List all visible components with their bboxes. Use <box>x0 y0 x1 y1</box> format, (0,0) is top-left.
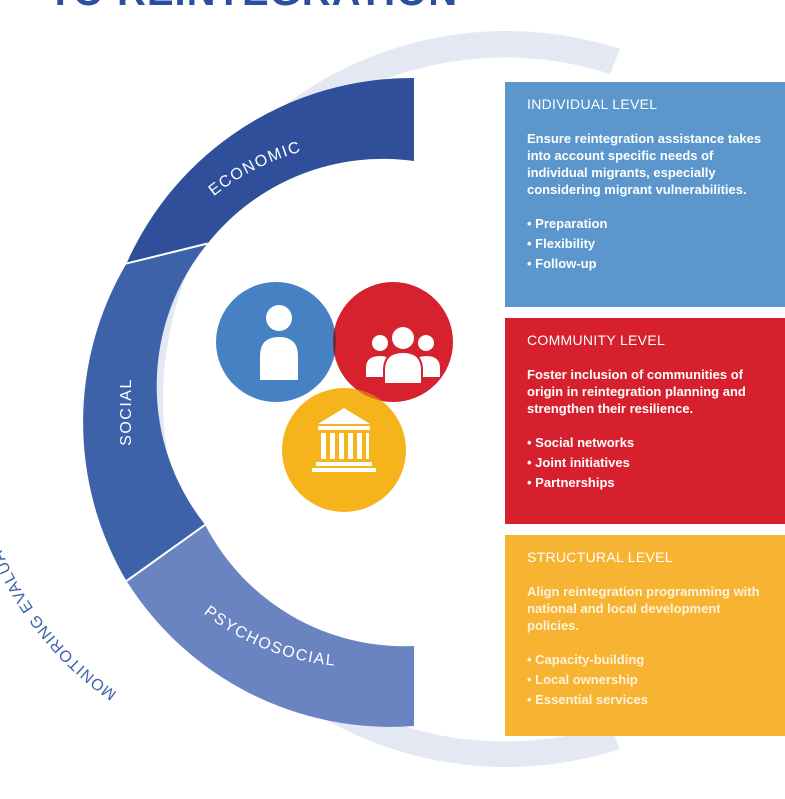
list-item: Preparation <box>527 214 769 234</box>
social-arc-segment <box>83 243 208 581</box>
institution-building-icon <box>312 408 376 472</box>
individual-level-panel: INDIVIDUAL LEVEL Ensure reintegration as… <box>505 82 785 307</box>
page-title: TO REINTEGRATION <box>48 0 458 15</box>
list-item: Social networks <box>527 433 769 453</box>
person-icon <box>260 305 298 380</box>
structural-level-list: Capacity-building Local ownership Essent… <box>527 650 769 710</box>
list-item: Partnerships <box>527 473 769 493</box>
community-level-list: Social networks Joint initiatives Partne… <box>527 433 769 493</box>
list-item: Joint initiatives <box>527 453 769 473</box>
economic-arc-segment <box>126 77 414 264</box>
psychosocial-arc-segment <box>126 524 414 727</box>
structural-level-heading: STRUCTURAL LEVEL <box>527 549 673 565</box>
list-item: Follow-up <box>527 254 769 274</box>
arc-divider-top <box>126 242 208 265</box>
community-level-heading: COMMUNITY LEVEL <box>527 332 666 348</box>
list-item: Essential services <box>527 690 769 710</box>
individual-level-list: Preparation Flexibility Follow-up <box>527 214 769 274</box>
individual-level-heading: INDIVIDUAL LEVEL <box>527 96 658 112</box>
list-item: Capacity-building <box>527 650 769 670</box>
structural-level-description: Align reintegration programming with nat… <box>527 584 760 633</box>
community-level-panel: COMMUNITY LEVEL Foster inclusion of comm… <box>505 318 785 524</box>
structural-level-panel: STRUCTURAL LEVEL Align reintegration pro… <box>505 535 785 736</box>
social-label: SOCIAL <box>118 378 135 446</box>
arc-divider-bottom <box>125 523 206 582</box>
list-item: Flexibility <box>527 234 769 254</box>
list-item: Local ownership <box>527 670 769 690</box>
group-icon <box>366 327 440 385</box>
community-level-description: Foster inclusion of communities of origi… <box>527 367 746 416</box>
individual-level-description: Ensure reintegration assistance takes in… <box>527 131 762 197</box>
